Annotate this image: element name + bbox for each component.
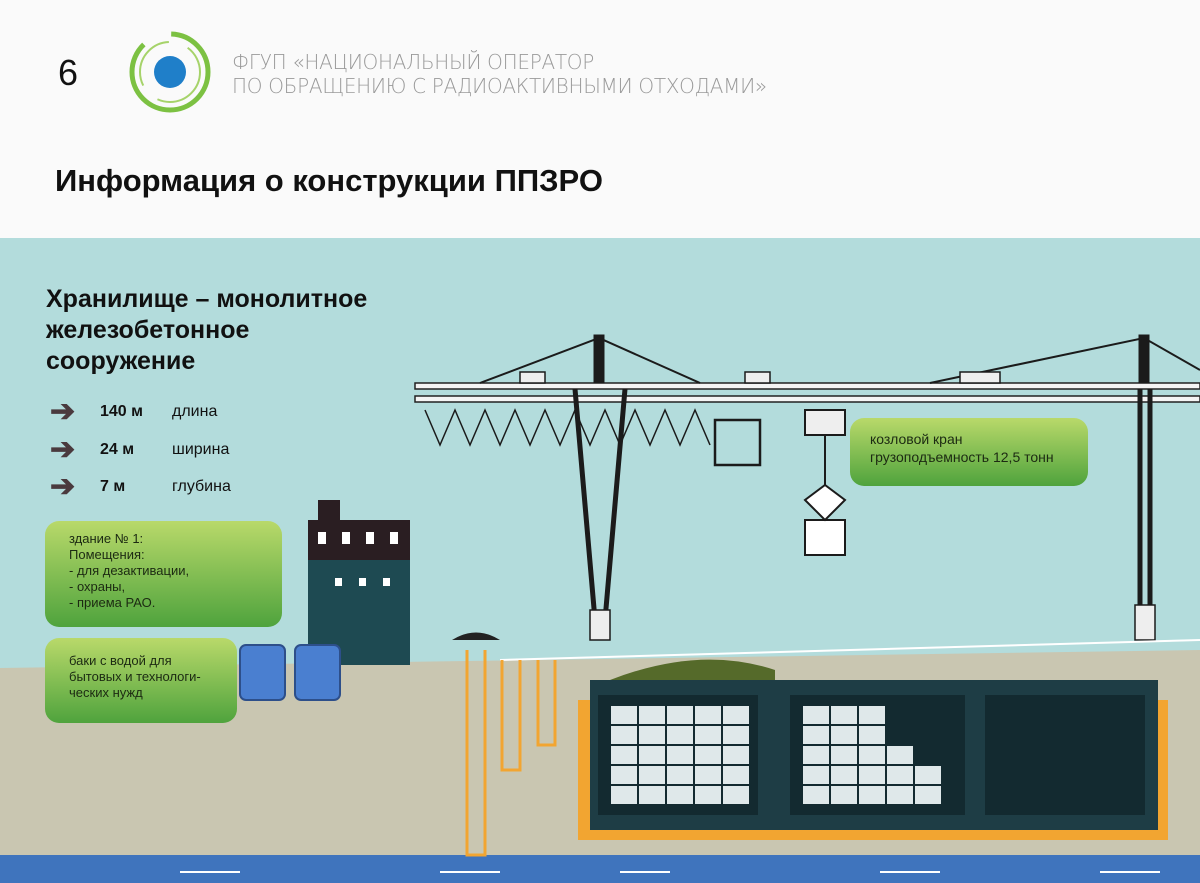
dimension-value: 140 м [100,403,143,420]
waste-container [857,784,887,806]
waste-container [721,704,751,726]
arrow-right-icon: ➔ [50,433,76,466]
waste-container [829,744,859,766]
callout-line: - охраны, [69,579,126,594]
groundwater [0,855,1200,883]
waste-container [721,764,751,786]
waste-container [829,724,859,746]
callout-line: Помещения: [69,547,145,562]
waste-container [857,724,887,746]
callout-line: - приема РАО. [69,595,156,610]
waste-container [637,744,667,766]
waste-container [885,764,915,786]
gantry-crane [414,334,1200,641]
waste-container [665,764,695,786]
arrow-right-icon: ➔ [50,395,76,428]
waste-container [857,744,887,766]
waste-container [637,704,667,726]
storage-heading: Хранилище – монолитное железобетонное со… [46,284,367,377]
dimension-label: длина [172,403,218,420]
dimension-value: 7 м [100,478,126,495]
dimension-length: ➔ 140 м длина [50,395,218,428]
waste-container [637,784,667,806]
waste-container [801,724,831,746]
waste-container [609,724,639,746]
page-title: Информация о конструкции ППЗРО [55,163,603,198]
waste-container [665,704,695,726]
callout-line: здание № 1: [69,531,144,546]
organization-name: ФГУП «НАЦИОНАЛЬНЫЙ ОПЕРАТОР ПО ОБРАЩЕНИЮ… [232,50,767,98]
waste-container [801,764,831,786]
page-number: 6 [58,52,79,93]
arrow-right-icon: ➔ [50,470,76,503]
waste-container [829,704,859,726]
heading-line: сооружение [46,347,196,375]
building-1 [308,500,410,665]
waste-container [801,744,831,766]
waste-container [801,704,831,726]
waste-container [637,764,667,786]
waste-container [609,764,639,786]
callout-line: грузоподъемность 12,5 тонн [870,449,1054,465]
callout-line: бытовых и технологи- [69,669,201,684]
dimension-label: глубина [172,478,231,495]
callout-line: козловой кран [870,431,963,447]
waste-container [913,764,943,786]
heading-line: Хранилище – монолитное [46,285,368,313]
waste-container [693,784,723,806]
waste-container [693,764,723,786]
tanks-callout: баки с водой для бытовых и технологи- че… [45,638,237,723]
dimension-width: ➔ 24 м ширина [50,433,230,466]
waste-container [637,724,667,746]
waste-container [721,784,751,806]
org-line-1: ФГУП «НАЦИОНАЛЬНЫЙ ОПЕРАТОР [232,50,594,74]
dimension-value: 24 м [100,441,135,458]
waste-container [885,744,915,766]
waste-container [693,744,723,766]
dimension-label: ширина [172,441,230,458]
dimension-depth: ➔ 7 м глубина [50,470,231,503]
callout-line: - для дезактивации, [69,563,190,578]
waste-container [721,744,751,766]
crane-callout: козловой кран грузоподъемность 12,5 тонн [850,418,1088,486]
waste-container [721,724,751,746]
waste-container [609,784,639,806]
waste-container [829,784,859,806]
water-tanks [239,644,341,701]
organization-logo [129,31,211,113]
building-callout: здание № 1: Помещения: - для дезактиваци… [45,521,282,627]
waste-container [693,704,723,726]
callout-line: баки с водой для [69,653,172,668]
waste-container [885,784,915,806]
org-line-2: ПО ОБРАЩЕНИЮ С РАДИОАКТИВНЫМИ ОТХОДАМИ» [232,74,767,98]
waste-container [829,764,859,786]
waste-container [609,704,639,726]
waste-container [857,764,887,786]
waste-container [801,784,831,806]
heading-line: железобетонное [46,316,250,344]
callout-line: ческих нужд [69,685,143,700]
waste-container [665,724,695,746]
waste-container [857,704,887,726]
waste-container [913,784,943,806]
waste-container [609,744,639,766]
wells [465,650,557,857]
waste-container [693,724,723,746]
waste-container [665,784,695,806]
waste-container [665,744,695,766]
